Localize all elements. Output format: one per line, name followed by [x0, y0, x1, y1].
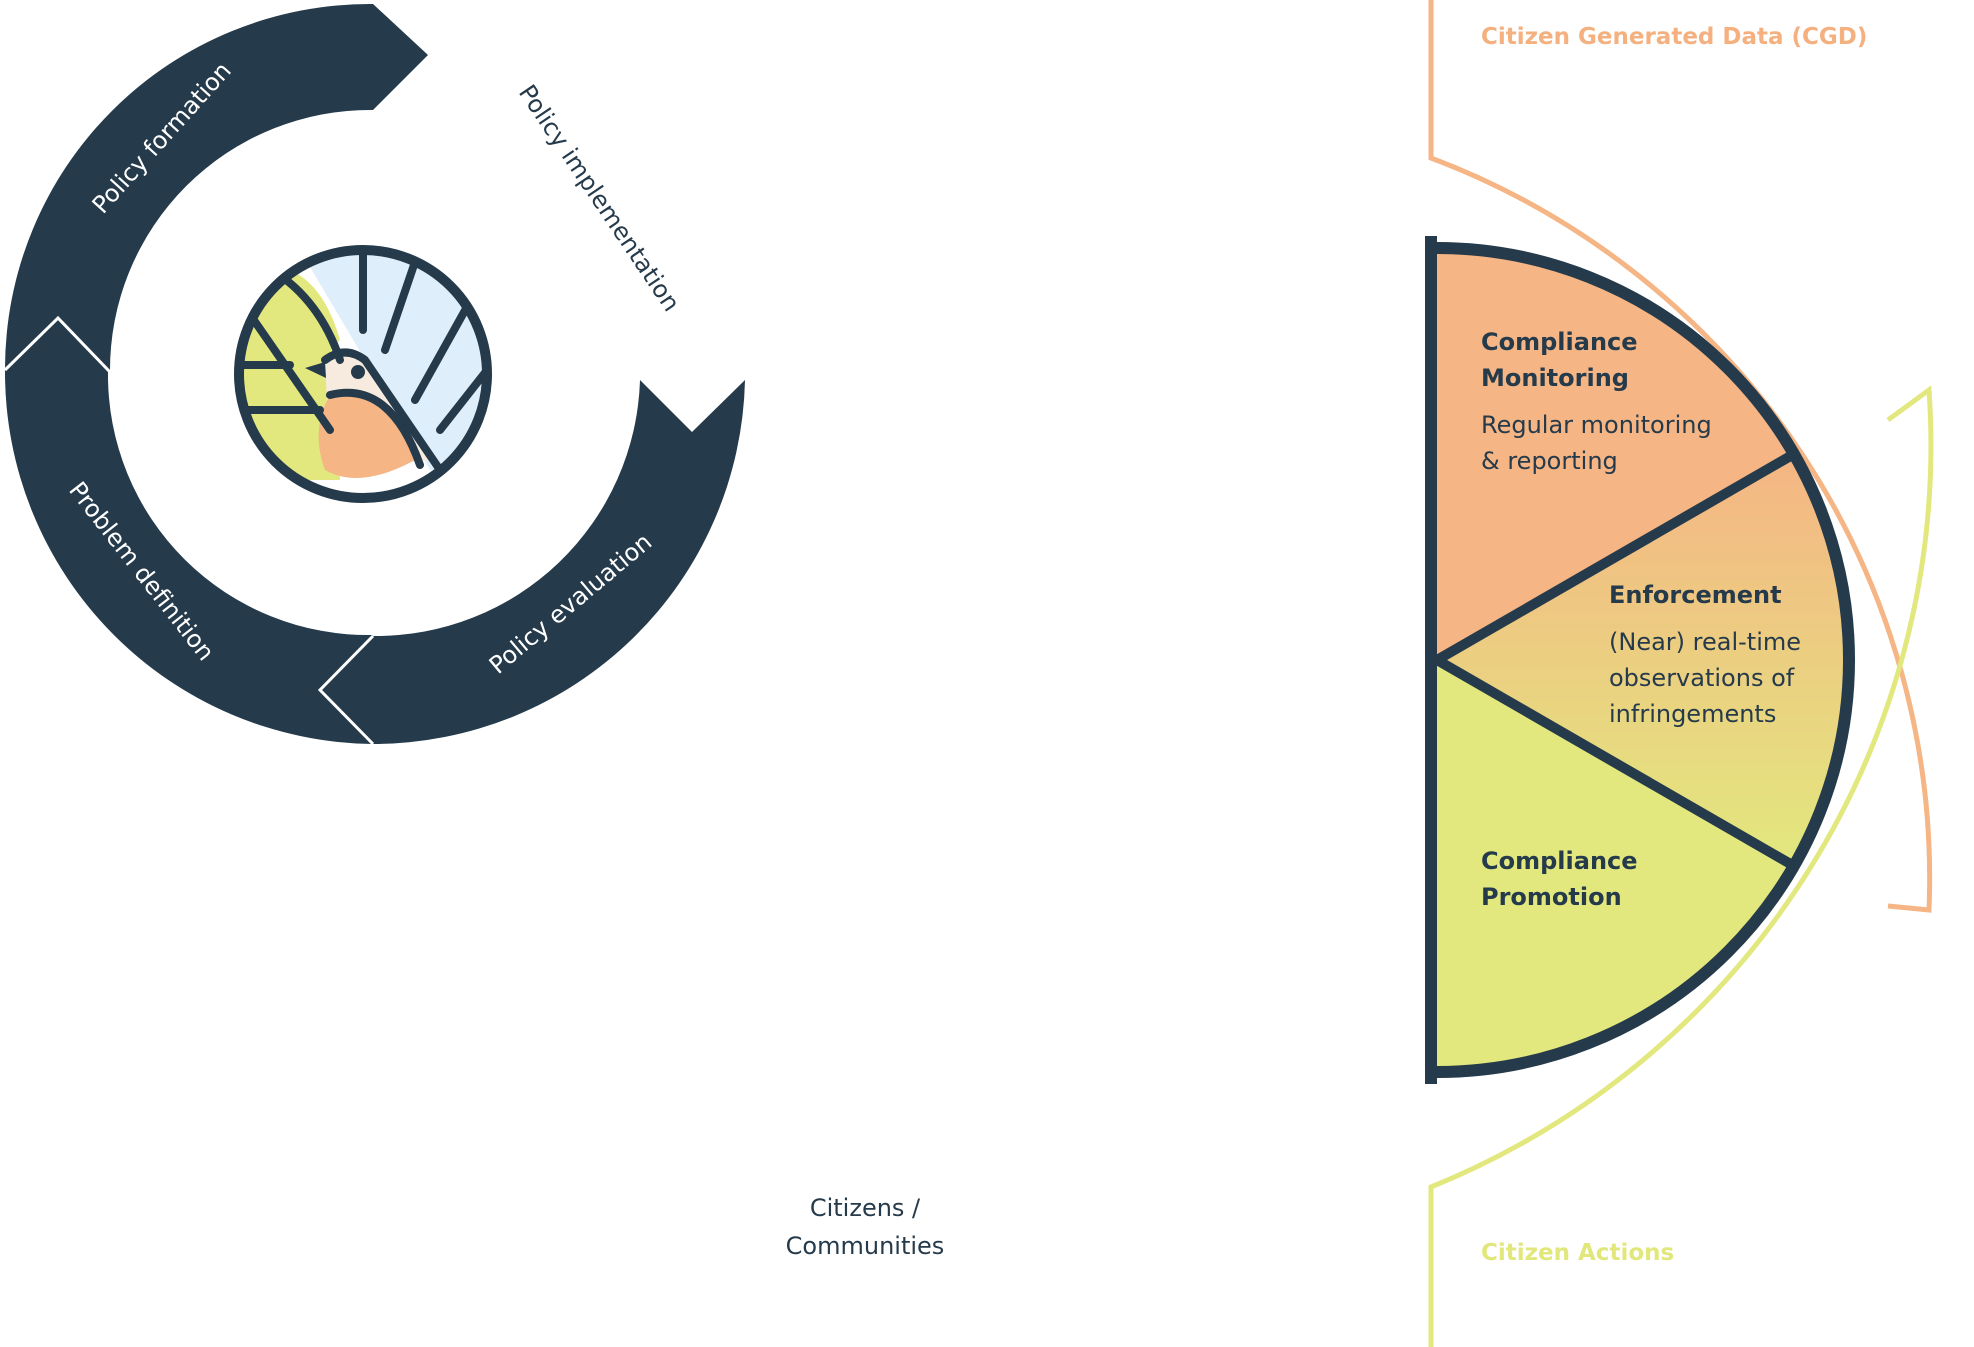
compliance-semicircle: Compliance Monitoring Regular monitoring… — [1425, 236, 1855, 1084]
compliance-monitoring-body-2: & reporting — [1481, 447, 1618, 475]
compliance-promotion-title-2: Promotion — [1481, 883, 1622, 911]
citizens-line2: Communities — [786, 1232, 945, 1260]
enforcement-body-2: observations of — [1609, 664, 1795, 692]
enforcement-body-3: infringements — [1609, 700, 1776, 728]
citizens-line1: Citizens / — [810, 1194, 921, 1222]
cgd-title: Citizen Generated Data (CGD) — [1481, 24, 1867, 50]
policy-implementation-label: Policy implementation — [513, 80, 685, 317]
policy-evaluation-arc — [320, 380, 745, 745]
enforcement-body-1: (Near) real-time — [1609, 628, 1801, 656]
compliance-promotion-title-1: Compliance — [1481, 847, 1638, 875]
cycle-separator — [317, 634, 375, 746]
policy-formation-arc — [4, 3, 428, 373]
citizen-actions-title: Citizen Actions — [1481, 1240, 1674, 1266]
compliance-monitoring-body-1: Regular monitoring — [1481, 411, 1712, 439]
citizen-actions-bracket — [1428, 385, 1934, 1347]
bird-leaf-logo-icon — [234, 245, 492, 503]
citizens-communities-label: Citizens / Communities — [786, 1194, 945, 1260]
cycle-separator — [3, 315, 112, 374]
cgd-bracket — [1428, 0, 1933, 913]
compliance-monitoring-title-2: Monitoring — [1481, 364, 1629, 392]
enforcement-segment — [1437, 454, 1850, 866]
problem-definition-arc — [4, 320, 374, 744]
compliance-monitoring-title-1: Compliance — [1481, 328, 1638, 356]
enforcement-title: Enforcement — [1609, 581, 1782, 609]
